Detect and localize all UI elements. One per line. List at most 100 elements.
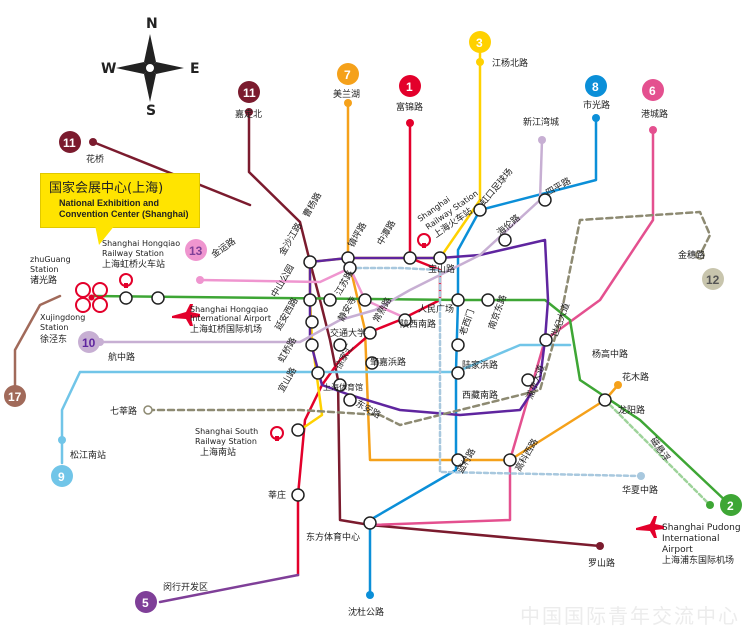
station-interchange[interactable] [119,291,133,305]
line-3-badge[interactable]: 3 [469,31,491,53]
label-pd-air-en1: Shanghai Pudong [662,523,741,533]
station-interchange[interactable] [598,393,612,407]
station-interchange[interactable] [433,251,447,265]
station-interchange[interactable] [451,366,465,380]
station-interchange[interactable] [403,251,417,265]
label-xinjiangwancheng: 新江湾城 [523,116,559,128]
station-interchange[interactable] [498,233,512,247]
label-shiguanglu: 市光路 [583,99,610,111]
label-gangchenglu: 港城路 [641,108,668,120]
station-interchange[interactable] [451,338,465,352]
label-lujiabang: 陆家浜路 [462,359,498,371]
label-yishanlu: 宜山路 [275,365,299,394]
station-interchange[interactable] [303,293,317,307]
line-11-branch-badge[interactable]: 11 [59,131,81,153]
label-huaxiazhonglu: 华夏中路 [622,484,658,496]
station-interchange[interactable] [481,293,495,307]
label-huaqiao: 花桥 [86,153,104,165]
line-1-badge[interactable]: 1 [399,75,421,97]
line-6-badge[interactable]: 6 [642,79,664,101]
station-interchange[interactable] [333,378,347,392]
line-9-badge[interactable]: 9 [51,465,73,487]
label-zhuguang-zh: 诸光路 [30,274,57,286]
line-5-path [158,573,300,604]
compass-s: S [146,103,156,119]
svg-text:11: 11 [63,136,76,150]
station-interchange[interactable] [323,293,337,307]
banner-title-en1: National Exhibition and [59,198,160,208]
label-xujing-en1: Xujingdong [40,313,85,322]
label-renminguangchang: 人民广场 [418,303,454,315]
station-interchange[interactable] [473,203,487,217]
label-zhuguang-en1: zhuGuang [30,255,71,264]
label-caoyanglu: 曹杨路 [300,190,324,219]
station-interchange[interactable] [343,393,357,407]
airport-link-path [348,266,642,478]
label-yanggaozhonglu: 杨高中路 [592,348,628,360]
label-fujinlu: 富锦路 [396,101,423,113]
label-hq-air-en1: Shanghai Hongqiao [190,305,268,314]
banner-title-zh: 国家会展中心(上海) [49,181,164,196]
line-2-badge[interactable]: 2 [720,494,742,516]
station-interchange[interactable] [291,488,305,502]
label-hongqiaolu: 虹桥路 [275,335,299,364]
label-zhaojiabangdlu: 肇嘉浜路 [370,356,406,368]
station-interchange[interactable] [398,313,412,327]
station-interchange[interactable] [303,255,317,269]
banner-title-en2: Convention Center (Shanghai) [59,209,189,219]
label-zhuguang-en2: Station [30,265,58,274]
line-17-badge[interactable]: 17 [4,385,26,407]
label-yananxilu: 延安西路 [272,295,300,332]
label-xujing-zh: 徐泾东 [40,333,67,345]
station-interchange[interactable] [151,291,165,305]
compass-w: W [101,61,116,77]
label-sipinglu: 四平路 [544,175,573,199]
station-interchange[interactable] [291,423,305,437]
interchange-stations [119,193,612,530]
svg-text:11: 11 [243,86,256,100]
station-interchange[interactable] [363,516,377,530]
station-labels: 嘉定北 美兰湖 富锦路 江杨北路 市光路 港城路 新江湾城 花桥 金穗路 zhu… [30,57,741,618]
station-interchange[interactable] [305,338,319,352]
airport-icons [172,304,664,538]
station-interchange[interactable] [358,293,372,307]
station-interchange[interactable] [311,366,325,380]
line-13-badge[interactable]: 13 [185,239,207,261]
svg-text:8: 8 [592,80,599,94]
line-11-badge[interactable]: 11 [238,81,260,103]
railway-station-icon [119,273,133,288]
label-baoshanlu: 宝山路 [428,263,455,275]
terminal-dots [58,58,714,599]
watermark: 中国国际青年交流中心 [520,604,740,628]
station-interchange[interactable] [451,453,465,467]
station-interchange[interactable] [538,193,552,207]
compass-e: E [190,61,200,77]
station-interchange[interactable] [451,293,465,307]
label-shenduxgl: 沈杜公路 [348,606,384,618]
station-interchange[interactable] [343,261,357,275]
label-dongfang: 东方体育中心 [306,531,360,543]
label-pd-air-en3: Airport [662,545,693,555]
line-12-path [146,210,712,427]
line-8-badge[interactable]: 8 [585,75,607,97]
label-shaanxinanlu: 陕西南路 [400,318,436,330]
line-5-badge[interactable]: 5 [135,591,157,613]
station-interchange[interactable] [305,315,319,329]
station-interchange[interactable] [363,326,377,340]
compass-n: N [146,16,158,32]
svg-text:2: 2 [727,499,734,513]
line-7-badge[interactable]: 7 [337,63,359,85]
station-interchange[interactable] [333,338,347,352]
line-12-badge[interactable]: 12 [702,268,724,290]
convention-center-logo [75,282,108,313]
airplane-icon [172,304,200,326]
line-9-path [60,343,572,465]
label-minhang: 闵行开发区 [163,581,208,593]
station-interchange[interactable] [521,373,535,387]
station-interchange[interactable] [365,356,379,370]
station-interchange[interactable] [503,453,517,467]
line-10-badge[interactable]: 10 [78,331,100,353]
svg-text:12: 12 [706,273,720,287]
label-jintanglu: 金穗路 [678,249,705,261]
station-interchange[interactable] [539,333,553,347]
